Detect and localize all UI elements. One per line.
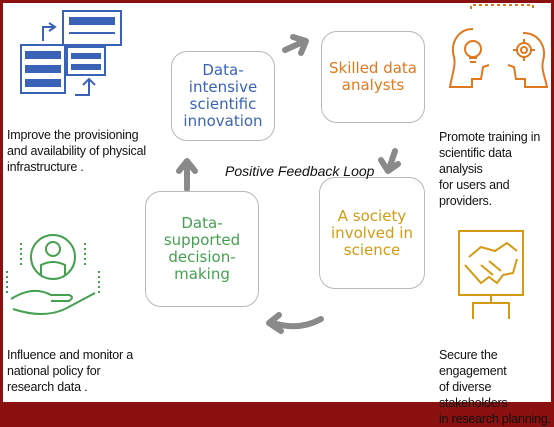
center-label: Positive Feedback Loop: [225, 163, 375, 179]
head-lightbulb-gear-icon: [448, 4, 549, 88]
node-data-intensive-innovation: Data-intensive scientific innovation: [171, 51, 275, 141]
node-society-involved-in-science: A society involved in science: [319, 177, 425, 289]
caption-training: Promote training in scientific data anal…: [439, 130, 541, 208]
diagram-canvas: Data-intensive scientific innovation Ski…: [3, 3, 551, 426]
caption-policy: Influence and monitor a national policy …: [7, 348, 134, 394]
arrow-decision-to-innovation: [176, 158, 198, 192]
arrow-society-to-decision: [266, 312, 324, 334]
arrow-analysts-to-society: [378, 148, 401, 174]
handshake-icon: [458, 230, 524, 319]
caption-engagement: Secure the engagement of diverse stakeho…: [439, 348, 551, 426]
cycle-arrows: [176, 34, 401, 334]
node-data-supported-decision-making: Data-supported decision-making: [145, 191, 259, 307]
caption-infrastructure: Improve the provisioning and availabilit…: [7, 128, 146, 174]
hand-holding-person-icon: [6, 234, 100, 315]
diagram-graphics: [6, 4, 549, 334]
arrow-innovation-to-analysts: [282, 34, 309, 56]
server-rack-icon: [20, 10, 122, 96]
node-skilled-data-analysts: Skilled data analysts: [321, 31, 425, 123]
